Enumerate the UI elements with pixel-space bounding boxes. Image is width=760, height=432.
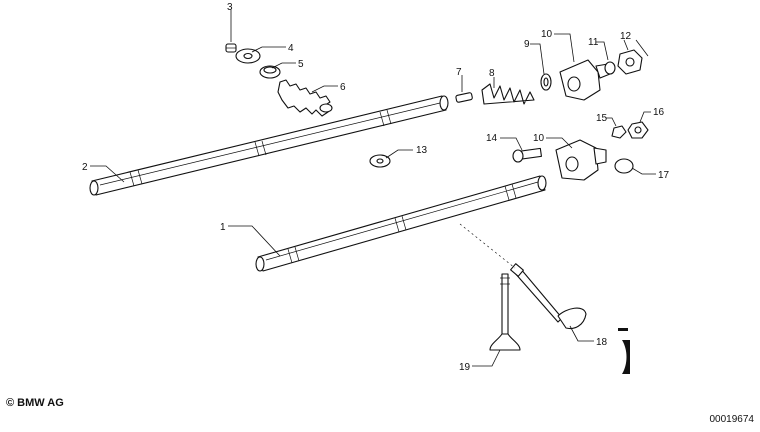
callout-11: 11 [588,37,599,48]
callout-3: 3 [227,2,233,13]
spring-part-horizontal [481,83,535,105]
washer-part-13 [369,154,391,168]
document-number: 00019674 [709,414,755,425]
clip-part [225,43,237,53]
coil-spring-part [277,79,333,117]
rocker-shaft-upper [89,95,449,196]
callout-19: 19 [459,362,471,373]
rocker-arm-upper [559,59,611,101]
callout-10-upper: 10 [541,29,553,40]
valve-part-18 [510,263,587,330]
assembly-line [459,223,516,269]
valve-part-19 [489,273,521,351]
nut-part [617,49,643,75]
ring-washer-part [540,73,552,91]
callout-18: 18 [596,337,608,348]
small-nut-part [611,125,627,139]
leader-lines [90,10,656,367]
callout-10-lower: 10 [533,133,545,144]
callout-12: 12 [620,31,632,42]
callouts: 1 2 3 4 5 6 7 8 9 10 10 11 12 13 14 15 1… [82,2,670,373]
callout-17: 17 [658,170,670,181]
copyright-notice: © BMW AG [6,397,64,409]
bolt-part [512,147,542,163]
rocker-shaft-lower [255,175,547,272]
callout-15: 15 [596,113,608,124]
rocker-arm-lower [555,139,607,181]
callout-4: 4 [288,43,294,54]
callout-7: 7 [456,67,462,78]
callout-14: 14 [486,133,498,144]
callout-13: 13 [416,145,428,156]
callout-1: 1 [220,222,226,233]
washer-part [235,48,261,64]
callout-2: 2 [82,162,88,173]
edge-fragment [618,328,630,374]
nut-part-16 [627,121,649,139]
callout-6: 6 [340,82,346,93]
small-ring-part [604,61,616,75]
spring-cap-part [259,65,281,79]
callout-8: 8 [489,68,495,79]
callout-9: 9 [524,39,530,50]
callout-16: 16 [653,107,665,118]
cap-part [614,158,634,174]
callout-5: 5 [298,59,304,70]
pin-part [455,92,473,103]
